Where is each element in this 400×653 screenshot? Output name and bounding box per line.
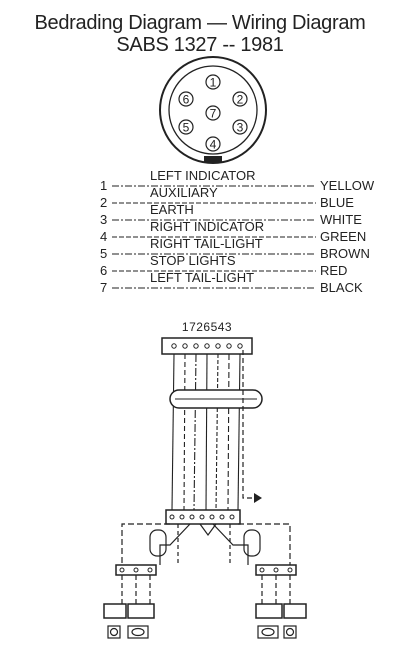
legend-colour: RED	[320, 263, 347, 278]
bundle-wire	[215, 353, 219, 511]
right-bulb-symbol	[283, 625, 297, 639]
junction-screw	[229, 514, 235, 520]
legend-function: LEFT TAIL-LIGHT	[150, 270, 254, 285]
bundle-wire	[227, 353, 230, 511]
junction-screw	[209, 514, 215, 520]
lamp-terminal-screw	[133, 567, 139, 573]
wiring-schematic: 1726543	[103, 320, 307, 639]
left-bulb-icon	[109, 627, 119, 637]
diagram-subtitle: SABS 1327 -- 1981	[116, 34, 284, 56]
left-twin-bulb-icon	[131, 627, 145, 637]
terminal-screw	[171, 343, 177, 349]
socket-pin-3	[232, 119, 248, 135]
socket-pin-6	[178, 91, 194, 107]
legend-pin-number: 2	[100, 195, 107, 210]
socket-pin-label-5: 5	[183, 121, 190, 135]
socket-inner-ring	[168, 65, 258, 155]
socket-pin-1	[205, 74, 221, 90]
left-indicator-lamp	[103, 603, 127, 619]
diagram-title: Bedrading Diagram — Wiring Diagram	[34, 12, 366, 34]
legend-colour: BLACK	[320, 280, 363, 295]
legend-colour: GREEN	[320, 229, 366, 244]
socket-pin-label-2: 2	[237, 93, 244, 107]
socket-pin-4	[205, 136, 221, 152]
right-indicator-lamp	[283, 603, 307, 619]
bundle-wire	[237, 353, 241, 511]
legend-function: EARTH	[150, 202, 194, 217]
legend-pin-number: 5	[100, 246, 107, 261]
plug-terminal-block	[161, 337, 253, 355]
split-joint	[199, 523, 217, 537]
terminal-screw	[226, 343, 232, 349]
socket-pin-label-1: 1	[210, 76, 217, 90]
left-grommet	[149, 529, 167, 557]
terminal-screw	[215, 343, 221, 349]
junction-screw	[189, 514, 195, 520]
junction-screw	[199, 514, 205, 520]
right-tail-stop-lamp	[255, 603, 283, 619]
left-harness-dashed	[121, 523, 170, 565]
legend-colour: YELLOW	[320, 178, 375, 193]
left-twin-bulb-symbol	[127, 625, 149, 639]
earth-wire	[242, 350, 254, 499]
right-lamp-terminal	[255, 564, 297, 576]
legend-function: RIGHT TAIL-LIGHT	[150, 236, 263, 251]
bundle-wire	[205, 353, 208, 511]
left-bulb-symbol	[107, 625, 121, 639]
legend-pin-number: 1	[100, 178, 107, 193]
left-lamp-wires	[121, 575, 151, 604]
socket-key-notch	[204, 156, 222, 163]
bundle-wire	[171, 353, 175, 511]
legend-colour: BLUE	[320, 195, 354, 210]
right-bulb-icon	[285, 627, 295, 637]
terminal-screw	[193, 343, 199, 349]
terminal-screw	[182, 343, 188, 349]
junction-block	[165, 509, 241, 525]
legend-function: AUXILIARY	[150, 185, 218, 200]
right-lamp-wires	[261, 575, 291, 604]
right-grommet	[243, 529, 261, 557]
left-lamp-terminal	[115, 564, 157, 576]
socket-connector: 1 2 3 4 5 6 7	[159, 56, 267, 164]
terminal-screw	[237, 343, 243, 349]
lamp-terminal-screw	[273, 567, 279, 573]
socket-pin-5	[178, 119, 194, 135]
lamp-terminal-screw	[287, 567, 293, 573]
junction-screw	[219, 514, 225, 520]
right-twin-bulb-icon	[261, 627, 275, 637]
legend-colour: BROWN	[320, 246, 370, 261]
socket-pin-2	[232, 91, 248, 107]
legend-function: LEFT INDICATOR	[150, 168, 255, 183]
bundle-wire	[183, 353, 186, 511]
legend-function: RIGHT INDICATOR	[150, 219, 264, 234]
legend-pin-number: 6	[100, 263, 107, 278]
socket-pin-7	[205, 105, 221, 121]
wiring-legend: 1 LEFT INDICATOR YELLOW 2 AUXILIARY BLUE 3 EART…	[100, 168, 375, 295]
bundle-wire	[193, 353, 197, 511]
socket-pin-label-7: 7	[210, 107, 217, 121]
socket-pin-label-4: 4	[210, 138, 217, 152]
right-branch-cable	[212, 523, 249, 565]
legend-pin-number: 4	[100, 229, 107, 244]
lamp-terminal-screw	[147, 567, 153, 573]
socket-pin-label-6: 6	[183, 93, 190, 107]
left-branch-cable	[159, 523, 191, 565]
right-twin-bulb-symbol	[257, 625, 279, 639]
legend-function: STOP LIGHTS	[150, 253, 236, 268]
terminal-screw	[204, 343, 210, 349]
legend-colour: WHITE	[320, 212, 362, 227]
legend-pin-number: 7	[100, 280, 107, 295]
junction-screw	[179, 514, 185, 520]
lamp-terminal-screw	[259, 567, 265, 573]
earth-arrow	[254, 493, 262, 503]
left-tail-stop-lamp	[127, 603, 155, 619]
legend-pin-number: 3	[100, 212, 107, 227]
lamp-terminal-screw	[119, 567, 125, 573]
socket-pin-label-3: 3	[237, 121, 244, 135]
junction-screw	[169, 514, 175, 520]
terminal-order-label: 1726543	[182, 320, 232, 334]
